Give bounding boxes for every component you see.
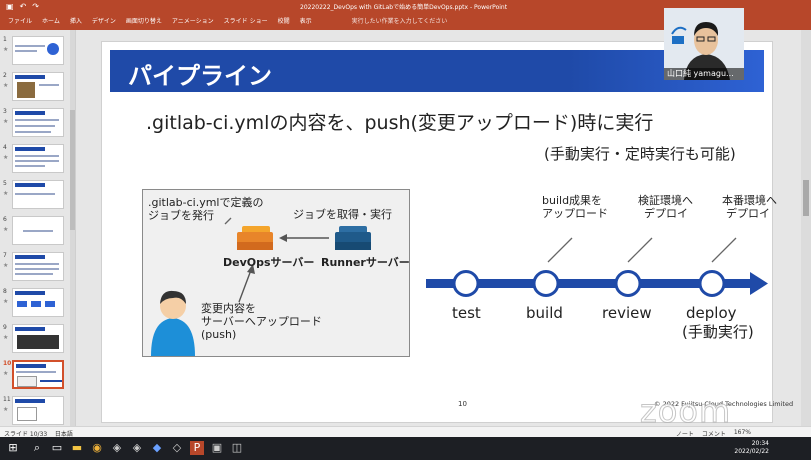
slide-thumbnail[interactable]: 5 ★ — [0, 178, 76, 212]
star-icon: ★ — [3, 46, 8, 53]
runner-server-label: Runnerサーバー — [321, 256, 410, 269]
windows-taskbar: ⊞ ⌕ ▭ ▬ ◉ ◈ ◈ ◆ ◇ P ▣ ◫ 20:34 2022/02/22 — [0, 437, 811, 460]
slide-headline: .gitlab-ci.ymlの内容を、push(変更アップロード)時に実行 — [146, 108, 653, 135]
developer-avatar — [151, 291, 195, 356]
explorer-icon[interactable]: ▬ — [70, 441, 84, 455]
server-diagram-box: .gitlab-ci.ymlで定義の ジョブを発行 ジョブを取得・実行 — [142, 189, 410, 357]
runner-server-icon — [335, 226, 371, 250]
star-icon: ★ — [3, 406, 8, 413]
review-note-1: 検証環境へ — [638, 194, 693, 207]
stage-node-deploy[interactable] — [700, 272, 724, 296]
chrome-icon[interactable]: ◉ — [90, 441, 104, 455]
app-icon[interactable]: ◫ — [230, 441, 244, 455]
stage-label-test: test — [452, 304, 481, 322]
app-icon[interactable]: ◆ — [150, 441, 164, 455]
quick-access-toolbar: ▣ ↶ ↷ — [6, 2, 39, 11]
slide-thumbnail[interactable]: 3 ★ — [0, 106, 76, 140]
stage-label-deploy-sub: (手動実行) — [682, 323, 754, 341]
participant-name: 山口純 yamagu... — [664, 68, 744, 80]
deploy-note-2: デプロイ — [726, 207, 770, 220]
tab-review[interactable]: 校閲 — [278, 16, 290, 30]
tab-home[interactable]: ホーム — [42, 16, 60, 30]
slide-thumbnail[interactable]: 6 ★ — [0, 214, 76, 248]
tab-insert[interactable]: 挿入 — [70, 16, 82, 30]
devops-server-label: DevOpsサーバー — [223, 256, 314, 269]
app-icon[interactable]: ◈ — [110, 441, 124, 455]
slide-editing-area: パイプライン .gitlab-ci.ymlの内容を、push(変更アップロード)… — [76, 30, 801, 426]
redo-icon[interactable]: ↷ — [32, 2, 39, 11]
star-icon: ★ — [3, 82, 8, 89]
stage-node-review[interactable] — [616, 272, 640, 296]
star-icon: ★ — [3, 262, 8, 269]
slide-thumbnail[interactable]: 4 ★ — [0, 142, 76, 176]
ribbon-tabs: ファイル ホーム 挿入 デザイン 画面切り替え アニメーション スライド ショー… — [0, 16, 447, 30]
star-icon: ★ — [3, 154, 8, 161]
slide-thumbnail[interactable]: 1 ★ — [0, 34, 76, 68]
slide-thumbnail[interactable]: 7 ★ — [0, 250, 76, 284]
slide-thumbnail-selected[interactable]: 10 ★ — [0, 358, 76, 392]
clock-time: 20:34 — [734, 440, 769, 448]
undo-icon[interactable]: ↶ — [20, 2, 27, 11]
webcam-video-tile[interactable]: 山口純 yamagu... — [664, 8, 744, 80]
server-diagram-svg — [143, 190, 411, 358]
slide-thumbnail[interactable]: 11 ★ — [0, 394, 76, 428]
zoom-watermark: zoom — [640, 392, 731, 430]
issue-job-arrow — [225, 218, 231, 224]
powerpoint-icon[interactable]: P — [190, 441, 204, 455]
search-icon[interactable]: ⌕ — [30, 441, 44, 455]
push-text-2: サーバーへアップロード — [201, 315, 322, 328]
push-arrow — [239, 264, 255, 302]
deploy-note-1: 本番環境へ — [722, 194, 777, 207]
devops-server-icon — [237, 226, 273, 250]
stage-node-build[interactable] — [534, 272, 558, 296]
tab-view[interactable]: 表示 — [300, 16, 312, 30]
slide-canvas[interactable]: パイプライン .gitlab-ci.ymlの内容を、push(変更アップロード)… — [102, 42, 772, 422]
slide-thumbnails-panel: 1 ★ 2 ★ 3 ★ 4 ★ 5 ★ 6 ★ 7 — [0, 30, 76, 426]
star-icon: ★ — [3, 334, 8, 341]
tab-design[interactable]: デザイン — [92, 16, 116, 30]
review-note-arrow — [628, 238, 652, 262]
tab-transitions[interactable]: 画面切り替え — [126, 16, 162, 30]
system-clock[interactable]: 20:34 2022/02/22 — [734, 440, 769, 456]
review-note-2: デプロイ — [644, 207, 688, 220]
deploy-note-arrow — [712, 238, 736, 262]
slide-thumbnail[interactable]: 2 ★ — [0, 70, 76, 104]
push-text-1: 変更内容を — [201, 302, 256, 315]
slide-title: パイプライン — [128, 56, 272, 91]
task-view-icon[interactable]: ▭ — [50, 441, 64, 455]
app-icon[interactable]: ◈ — [130, 441, 144, 455]
tab-file[interactable]: ファイル — [8, 16, 32, 30]
tell-me-search[interactable]: 実行したい作業を入力してください — [352, 16, 448, 30]
star-icon: ★ — [3, 118, 8, 125]
app-icon[interactable]: ▣ — [210, 441, 224, 455]
tab-animations[interactable]: アニメーション — [172, 16, 214, 30]
tab-slideshow[interactable]: スライド ショー — [224, 16, 268, 30]
clock-date: 2022/02/22 — [734, 448, 769, 456]
build-note-2: アップロード — [542, 207, 608, 220]
star-icon: ★ — [3, 190, 8, 197]
build-note-1: build成果を — [542, 194, 602, 207]
slide-thumbnail[interactable]: 8 ★ — [0, 286, 76, 320]
stage-label-build: build — [526, 304, 563, 322]
stage-label-review: review — [602, 304, 652, 322]
stage-label-deploy: deploy — [686, 304, 737, 322]
pipeline-flow: build成果を アップロード 検証環境へ デプロイ 本番環境へ デプロイ te… — [422, 192, 772, 372]
app-icon[interactable]: ◇ — [170, 441, 184, 455]
fetch-job-arrow — [279, 234, 329, 242]
save-icon[interactable]: ▣ — [6, 2, 14, 11]
star-icon: ★ — [3, 370, 8, 377]
slide-thumbnail[interactable]: 9 ★ — [0, 322, 76, 356]
slide-page-number: 10 — [458, 400, 467, 408]
star-icon: ★ — [3, 226, 8, 233]
editor-scrollbar[interactable] — [801, 30, 811, 426]
stage-node-test[interactable] — [454, 272, 478, 296]
star-icon: ★ — [3, 298, 8, 305]
slide-subline: (手動実行・定時実行も可能) — [544, 143, 736, 164]
build-note-arrow — [548, 238, 572, 262]
thumbnails-scrollbar[interactable] — [70, 30, 75, 426]
start-icon[interactable]: ⊞ — [6, 441, 20, 455]
document-title: 20220222_DevOps with GitLabで始める簡単DevOps.… — [300, 2, 507, 11]
push-text-3: (push) — [201, 328, 236, 341]
